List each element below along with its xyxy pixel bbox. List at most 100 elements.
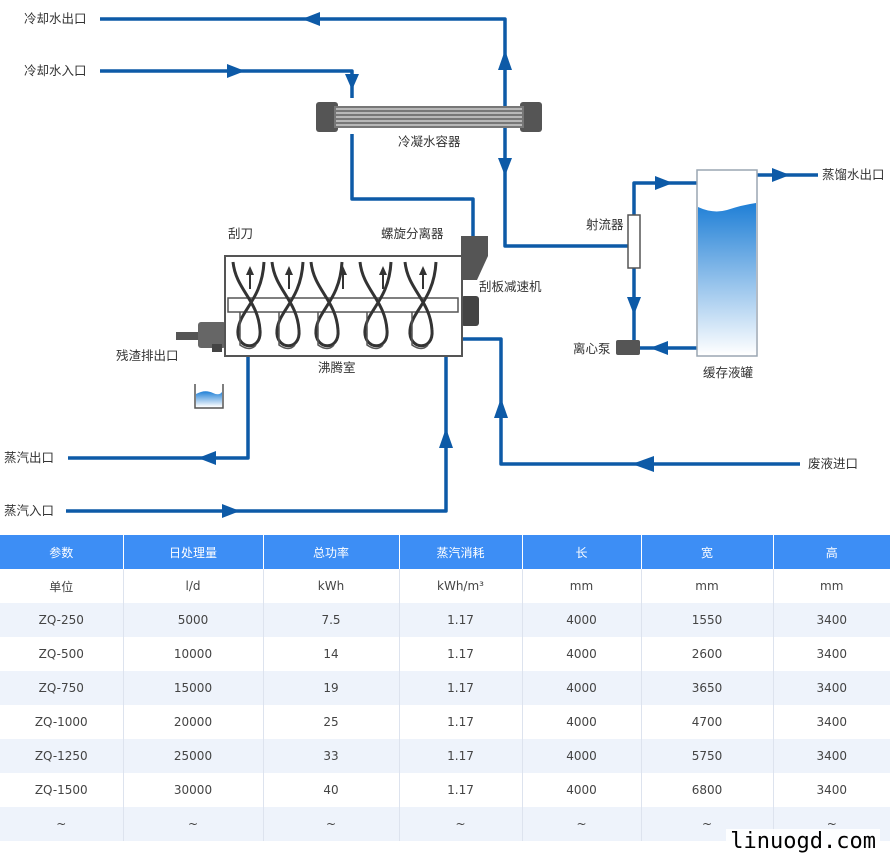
arrow-right-icon xyxy=(772,168,790,182)
table-cell: ZQ-1000 xyxy=(0,705,124,739)
pipe-steam-in xyxy=(66,357,448,513)
arrow-right-icon xyxy=(222,504,240,518)
table-cell: 2600 xyxy=(641,637,774,671)
label-residue-outlet: 残渣排出口 xyxy=(116,348,179,363)
arrow-left-icon xyxy=(632,456,654,472)
scraper-reducer-unit xyxy=(461,296,479,326)
ejector-unit xyxy=(627,214,641,269)
arrow-left-icon xyxy=(302,12,320,26)
arrow-left-icon xyxy=(198,451,216,465)
table-cell: ~ xyxy=(399,807,523,841)
spiral-separator-unit xyxy=(461,236,488,280)
table-cell: 19 xyxy=(263,671,400,705)
header-width: 宽 xyxy=(641,535,774,569)
table-cell: 1.17 xyxy=(399,705,523,739)
table-cell: 3400 xyxy=(773,739,890,773)
spec-table: 参数 日处理量 总功率 蒸汽消耗 长 宽 高 单位 l/d kWh kWh/m³… xyxy=(0,535,890,841)
arrow-right-icon xyxy=(655,176,673,190)
table-cell: 30000 xyxy=(123,773,264,807)
arrow-right-icon xyxy=(227,64,245,78)
table-cell: 3400 xyxy=(773,603,890,637)
table-cell: ZQ-1500 xyxy=(0,773,124,807)
table-cell: 3650 xyxy=(641,671,774,705)
table-cell: ZQ-250 xyxy=(0,603,124,637)
table-cell: 40 xyxy=(263,773,400,807)
label-ejector: 射流器 xyxy=(586,217,624,232)
label-steam-in: 蒸汽入口 xyxy=(4,503,54,518)
table-cell: ZQ-750 xyxy=(0,671,124,705)
table-cell: 3400 xyxy=(773,671,890,705)
label-spiral-separator: 螺旋分离器 xyxy=(381,226,444,241)
table-cell: 1.17 xyxy=(399,773,523,807)
table-cell: 4000 xyxy=(522,773,642,807)
table-cell: ZQ-500 xyxy=(0,637,124,671)
table-cell: 1.17 xyxy=(399,637,523,671)
arrow-up-icon xyxy=(439,428,453,448)
diagram-labels: 冷却水出口 冷却水入口 冷凝水容器 刮刀 螺旋分离器 刮板减速机 残渣排出口 沸… xyxy=(4,11,885,518)
table-cell: ~ xyxy=(123,807,264,841)
table-cell: 15000 xyxy=(123,671,264,705)
label-cooling-water-in: 冷却水入口 xyxy=(24,63,87,78)
table-cell: 3400 xyxy=(773,705,890,739)
pipe-waste-liquid-in xyxy=(462,337,800,466)
table-cell: 20000 xyxy=(123,705,264,739)
arrow-up-icon xyxy=(498,50,512,70)
table-cell: ~ xyxy=(522,807,642,841)
label-condenser: 冷凝水容器 xyxy=(398,134,461,149)
table-cell: 4000 xyxy=(522,603,642,637)
label-buffer-tank: 缓存液罐 xyxy=(703,365,754,380)
header-total-power: 总功率 xyxy=(263,535,400,569)
watermark: linuogd.com xyxy=(726,829,880,854)
label-scraper: 刮刀 xyxy=(228,226,253,241)
pipe-cooling-water-in xyxy=(100,69,354,98)
table-cell: 4000 xyxy=(522,637,642,671)
label-boiling-chamber: 沸腾室 xyxy=(318,360,356,375)
table-cell: kWh xyxy=(263,569,400,603)
table-cell: 3400 xyxy=(773,637,890,671)
header-length: 长 xyxy=(522,535,642,569)
table-cell: 7.5 xyxy=(263,603,400,637)
table-cell: 6800 xyxy=(641,773,774,807)
table-cell: 3400 xyxy=(773,773,890,807)
table-cell: 1550 xyxy=(641,603,774,637)
table-cell: 4000 xyxy=(522,705,642,739)
table-cell: 14 xyxy=(263,637,400,671)
label-cooling-water-out: 冷却水出口 xyxy=(24,11,87,26)
label-centrifugal-pump: 离心泵 xyxy=(573,341,611,356)
header-steam-consumption: 蒸汽消耗 xyxy=(399,535,523,569)
arrow-down-icon xyxy=(498,158,512,176)
table-cell: 25 xyxy=(263,705,400,739)
header-height: 高 xyxy=(773,535,890,569)
residue-bucket xyxy=(194,384,224,409)
label-steam-out: 蒸汽出口 xyxy=(4,450,54,465)
process-flow-diagram: 冷却水出口 冷却水入口 冷凝水容器 刮刀 螺旋分离器 刮板减速机 残渣排出口 沸… xyxy=(4,11,885,518)
boiling-chamber-unit xyxy=(224,255,463,357)
arrow-down-icon xyxy=(627,297,641,315)
table-cell: l/d xyxy=(123,569,264,603)
arrow-down-icon xyxy=(345,74,359,90)
table-cell: mm xyxy=(773,569,890,603)
table-cell: 4000 xyxy=(522,671,642,705)
arrow-left-icon xyxy=(650,341,668,355)
flow-arrows xyxy=(198,12,790,518)
table-cell: 5750 xyxy=(641,739,774,773)
table-cell: kWh/m³ xyxy=(399,569,523,603)
pipe-steam-out xyxy=(68,357,250,460)
pipe-condenser-to-separator xyxy=(350,134,475,236)
label-waste-liquid-in: 废液进口 xyxy=(808,456,858,471)
label-scraper-reducer: 刮板减速机 xyxy=(479,279,542,294)
condenser-unit xyxy=(316,102,542,132)
table-cell: 33 xyxy=(263,739,400,773)
table-cell: 单位 xyxy=(0,569,124,603)
table-cell: 5000 xyxy=(123,603,264,637)
header-param: 参数 xyxy=(0,535,124,569)
table-cell: 1.17 xyxy=(399,603,523,637)
table-cell: 4700 xyxy=(641,705,774,739)
table-cell: 25000 xyxy=(123,739,264,773)
